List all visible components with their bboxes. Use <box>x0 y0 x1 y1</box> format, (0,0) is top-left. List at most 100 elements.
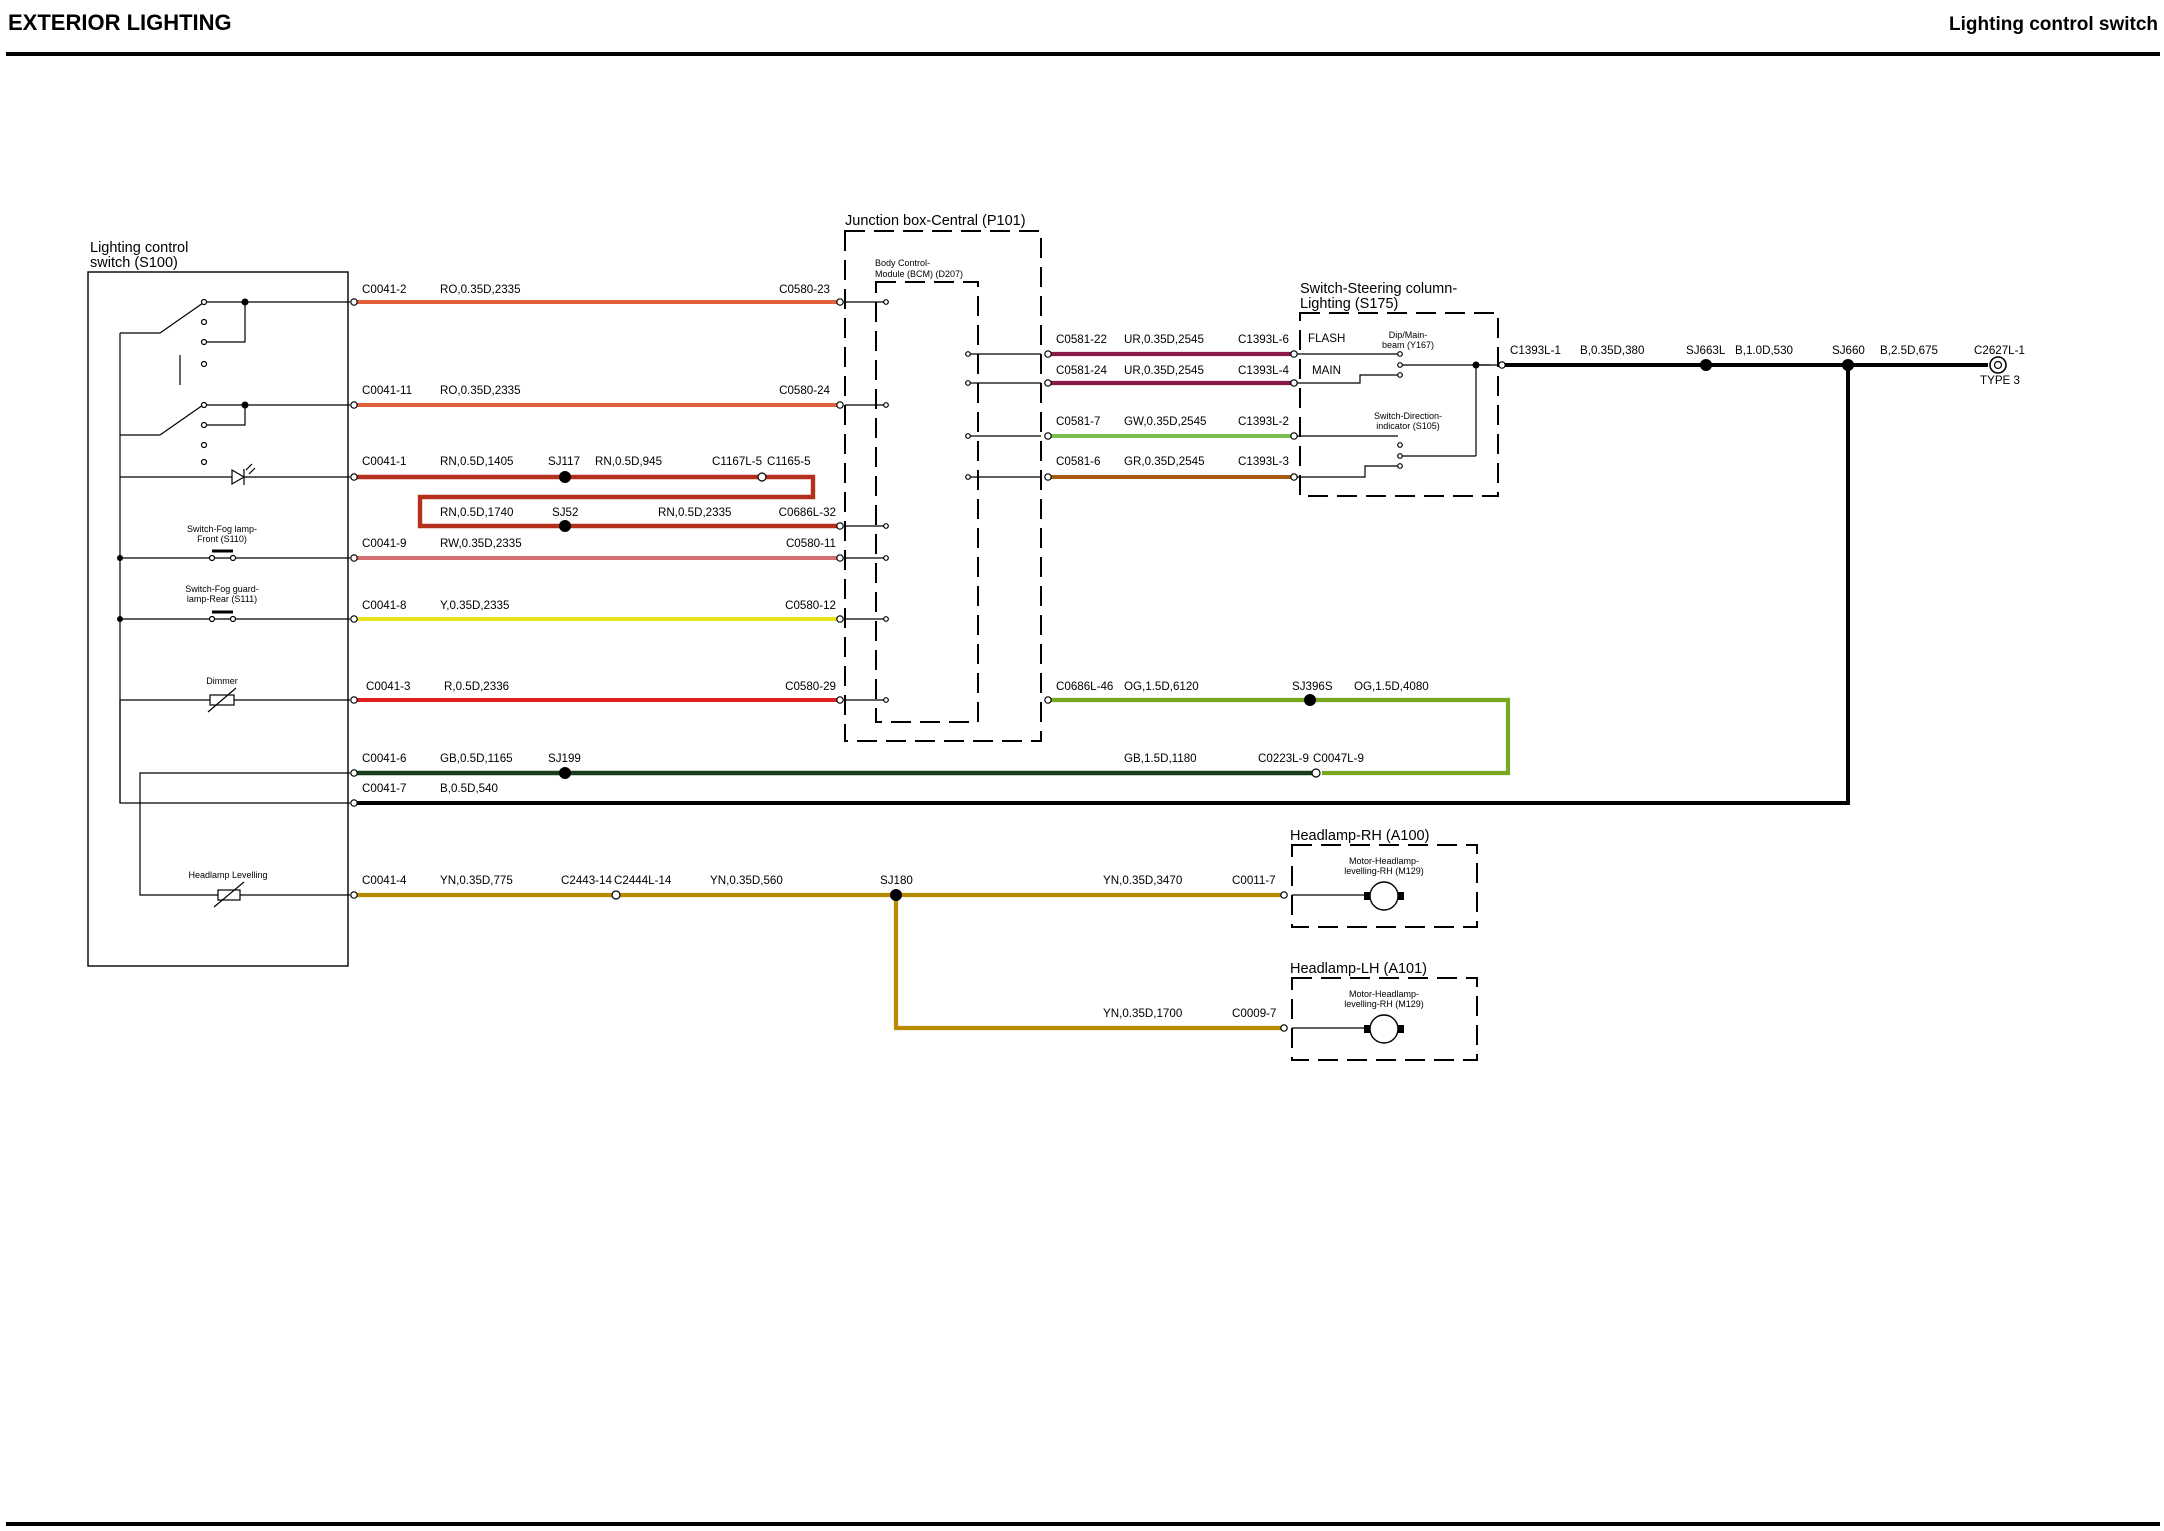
pin-c0686l-46 <box>1044 696 1052 704</box>
label-c0009-7: C0009-7 <box>1232 1007 1276 1020</box>
switch2-contact-d <box>200 458 208 466</box>
switch1-contact-d <box>200 360 208 368</box>
label-r: R,0.5D,2336 <box>444 680 509 693</box>
flash-label: FLASH <box>1308 332 1345 345</box>
pin-c1393l-2 <box>1290 432 1298 440</box>
label-b-4: B,2.5D,675 <box>1880 344 1938 357</box>
pin-c0041-11 <box>350 401 358 409</box>
label-ur-1: UR,0.35D,2545 <box>1124 333 1204 346</box>
main-line <box>1296 374 1398 384</box>
bcm-pin-29-dot <box>883 697 889 703</box>
dip-contact-c <box>1397 372 1403 378</box>
pin-c0581-6 <box>1044 473 1052 481</box>
headlamp-rh: Headlamp-RH (A100) Motor-Headlamp- level… <box>1290 828 1478 928</box>
label-c0580-12: C0580-12 <box>785 599 836 612</box>
switch1-link <box>206 302 246 343</box>
led-indicator-icon <box>231 468 246 486</box>
pin-c1393l-1 <box>1498 361 1506 369</box>
label-c0041-8: C0041-8 <box>362 599 406 612</box>
label-c2444l-14: C2444L-14 <box>614 874 672 887</box>
motor-rh-label-2: levelling-RH (M129) <box>1344 866 1424 876</box>
pin-c0041-3 <box>350 696 358 704</box>
pin-c1393l-3 <box>1290 473 1298 481</box>
pin-c1167l-5 <box>757 472 767 482</box>
pin-c0581-22 <box>1044 350 1052 358</box>
pin-c0686l-32 <box>836 522 844 530</box>
label-gw: GW,0.35D,2545 <box>1124 415 1207 428</box>
label-ro-1: RO,0.35D,2335 <box>440 283 521 296</box>
bcm-label-1: Body Control- <box>875 258 930 268</box>
headlamp-lh: Headlamp-LH (A101) Motor-Headlamp- level… <box>1290 961 1478 1061</box>
splice-sj663l <box>1700 359 1712 371</box>
bcm-pin-11-dot <box>883 555 889 561</box>
ground-terminal-inner <box>1993 360 2003 370</box>
label-rn-2: RN,0.5D,945 <box>595 455 662 468</box>
label-c0041-1: C0041-1 <box>362 455 406 468</box>
page-subtitle: Lighting control switch <box>1949 14 2158 35</box>
headlamp-rh-outline <box>1291 844 1478 928</box>
bcm-pin-23-dot <box>883 299 889 305</box>
dimmer-arrow <box>207 687 237 713</box>
dip-main-label-1: Dip/Main- <box>1389 330 1428 340</box>
label-b-1: B,0.5D,540 <box>440 782 498 795</box>
switch1-blade <box>159 302 204 334</box>
fog-front-label-1: Switch-Fog lamp- <box>187 524 257 534</box>
wire-b-main <box>354 364 1850 805</box>
label-c0581-22: C0581-22 <box>1056 333 1107 346</box>
label-y: Y,0.35D,2335 <box>440 599 509 612</box>
label-c1393l-3: C1393L-3 <box>1238 455 1289 468</box>
motor-rh-label-1: Motor-Headlamp- <box>1349 856 1419 866</box>
fog-rear-contact-a <box>208 615 216 623</box>
label-c0041-7: C0041-7 <box>362 782 406 795</box>
switch2-blade <box>159 404 204 436</box>
connectors <box>350 298 2007 1032</box>
fog-front-bus-node <box>117 555 123 561</box>
label-c1393l-2: C1393L-2 <box>1238 415 1289 428</box>
fog-rear-contact-b <box>229 615 237 623</box>
pin-c0041-9 <box>350 554 358 562</box>
label-ur-2: UR,0.35D,2545 <box>1124 364 1204 377</box>
label-sj660: SJ660 <box>1832 344 1865 357</box>
led-ray-1 <box>245 463 253 471</box>
label-gb-2: GB,1.5D,1180 <box>1124 752 1197 765</box>
direction-indicator-label-2: indicator (S105) <box>1376 421 1440 431</box>
dimmer-label: Dimmer <box>206 676 238 686</box>
label-c1165-5: C1165-5 <box>767 455 811 468</box>
pin-c0581-24 <box>1044 379 1052 387</box>
pin-c0041-1 <box>350 473 358 481</box>
motor-rh-terminal-r <box>1398 892 1404 900</box>
switch2-contact-a <box>200 401 208 409</box>
label-c0047l-9: C0047L-9 <box>1313 752 1364 765</box>
splice-sj396s <box>1304 694 1316 706</box>
wire-og <box>1048 697 1511 776</box>
label-rn-3: RN,0.5D,1740 <box>440 506 513 519</box>
switch1-contact-c <box>200 338 208 346</box>
main-label: MAIN <box>1312 364 1341 377</box>
dir-contact-a <box>1397 442 1403 448</box>
steering-switch-title-2: Lighting (S175) <box>1300 296 1398 312</box>
label-c0041-6: C0041-6 <box>362 752 406 765</box>
label-c0581-6: C0581-6 <box>1056 455 1100 468</box>
switch-bottom-loop <box>119 700 350 804</box>
splice-sj199 <box>559 767 571 779</box>
lighting-switch-title-2: switch (S100) <box>90 255 178 271</box>
wires <box>354 300 1988 1031</box>
label-gb-1: GB,0.5D,1165 <box>440 752 513 765</box>
bcm-label-2: Module (BCM) (D207) <box>875 269 963 279</box>
dir-contact-c <box>1397 463 1403 469</box>
bcm-pin-32-dot <box>883 523 889 529</box>
pin-c2443-14 <box>611 890 621 900</box>
headlamp-lh-outline <box>1291 977 1478 1061</box>
junction-box-title: Junction box-Central (P101) <box>845 213 1026 229</box>
label-c1167l-5: C1167L-5 <box>712 455 762 468</box>
wire-rn-loop-b <box>417 474 840 529</box>
pin-c0581-7 <box>1044 432 1052 440</box>
label-c1393l-6: C1393L-6 <box>1238 333 1289 346</box>
motor-lh-terminal-r <box>1398 1025 1404 1033</box>
pin-c0580-12 <box>836 615 844 623</box>
fog-rear-label-2: lamp-Rear (S111) <box>187 594 257 604</box>
pin-c0041-6 <box>350 769 358 777</box>
pin-c0580-23 <box>836 298 844 306</box>
label-og-1: OG,1.5D,6120 <box>1124 680 1199 693</box>
label-type3: TYPE 3 <box>1980 374 2020 387</box>
